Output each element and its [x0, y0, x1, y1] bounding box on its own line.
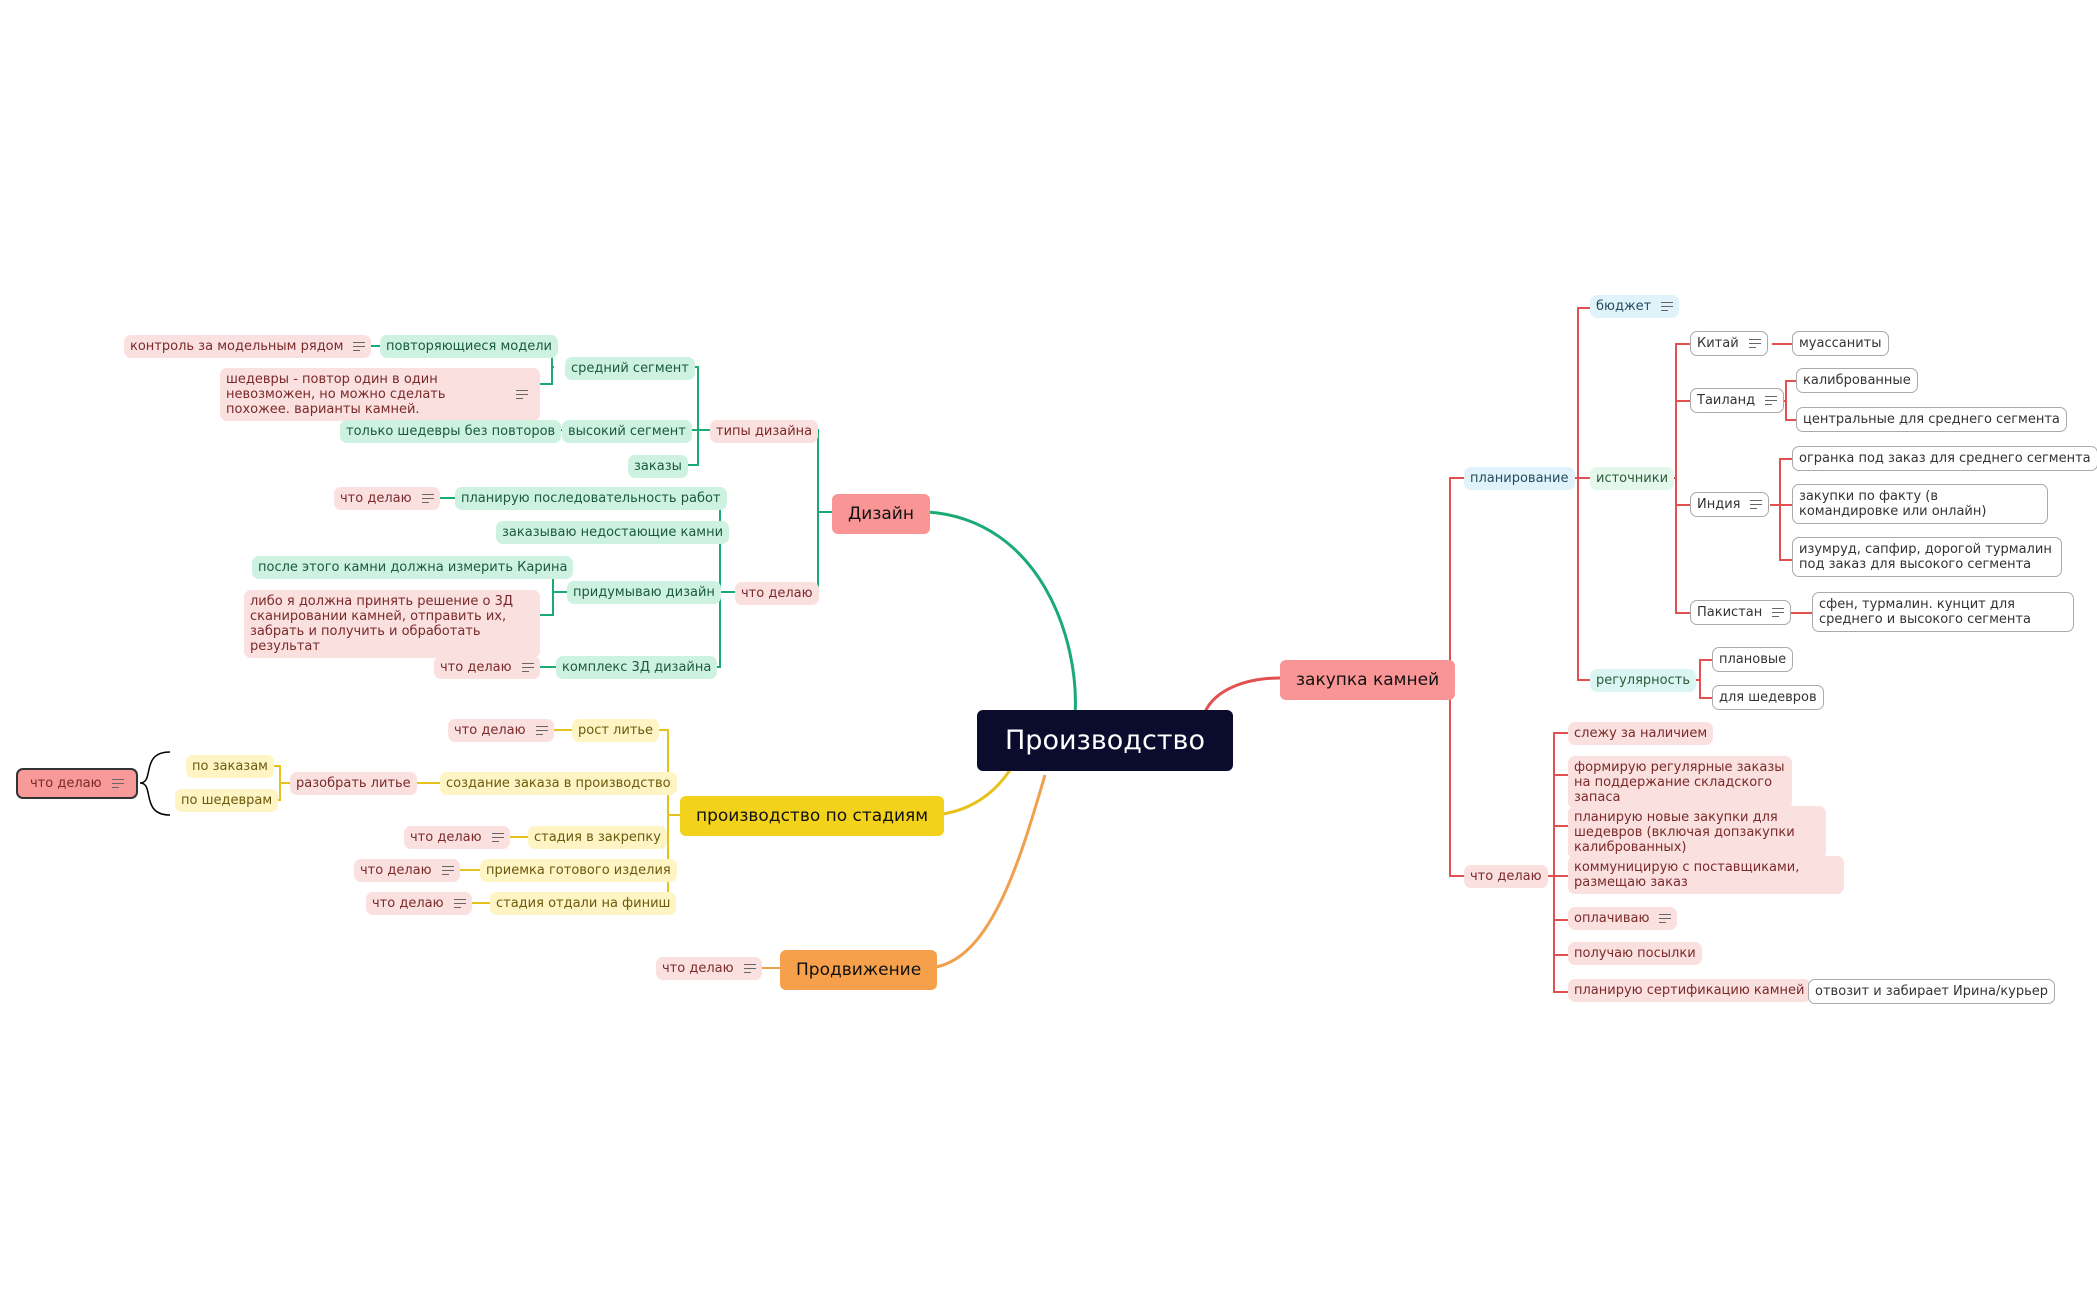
accept-product-node[interactable]: приемка готового изделия: [480, 859, 677, 882]
only-masterpieces-node[interactable]: только шедевры без повторов: [340, 420, 562, 443]
note-icon[interactable]: [441, 863, 454, 878]
india-cut-node[interactable]: огранка под заказ для среднего сегмента: [1792, 446, 2097, 471]
regular-orders-node[interactable]: формирую регулярные заказы на поддержани…: [1568, 756, 1792, 809]
pakistan-node[interactable]: Пакистан: [1690, 600, 1792, 625]
pakistan-stones-node[interactable]: сфен, турмалин. кунцит для среднего и вы…: [1812, 592, 2074, 632]
by-masterpieces-node[interactable]: по шедеврам: [175, 789, 279, 812]
india-node[interactable]: Индия: [1690, 492, 1770, 517]
finish-doing-node[interactable]: что делаю: [366, 892, 472, 915]
stones-node[interactable]: закупка камней: [1280, 660, 1456, 700]
invent-design-node[interactable]: придумываю дизайн: [567, 581, 721, 604]
middle-segment-node[interactable]: средний сегмент: [565, 357, 695, 380]
note-icon[interactable]: [743, 961, 756, 976]
receive-parcels-node[interactable]: получаю посылки: [1568, 942, 1702, 965]
repeating-models-node[interactable]: повторяющиеся модели: [380, 335, 558, 358]
casting-growth-doing-node[interactable]: что делаю: [448, 719, 554, 742]
design-doing-node[interactable]: что делаю: [735, 582, 819, 605]
scan-decision-node[interactable]: либо я должна принять решение о 3Д скани…: [244, 590, 540, 658]
thailand-node[interactable]: Таиланд: [1690, 388, 1785, 413]
note-icon[interactable]: [491, 830, 504, 845]
design-node[interactable]: Дизайн: [832, 494, 930, 534]
note-icon[interactable]: [1765, 393, 1778, 408]
courier-node[interactable]: отвозит и забирает Ирина/курьер: [1808, 979, 2056, 1004]
model-control-node[interactable]: контроль за модельным рядом: [124, 335, 372, 358]
high-segment-node[interactable]: высокий сегмент: [562, 420, 692, 443]
central-node[interactable]: центральные для среднего сегмента: [1796, 407, 2067, 432]
casting-growth-node[interactable]: рост литье: [572, 719, 660, 742]
summary-doing-node[interactable]: что делаю: [16, 768, 138, 799]
plan-sequence-node[interactable]: планирую последовательность работ: [455, 487, 727, 510]
india-emerald-node[interactable]: изумруд, сапфир, дорогой турмалин под за…: [1792, 537, 2062, 577]
note-icon[interactable]: [1748, 336, 1761, 351]
sort-casting-node[interactable]: разобрать литье: [290, 772, 417, 795]
promo-doing-node[interactable]: что делаю: [656, 957, 762, 980]
certification-node[interactable]: планирую сертификацию камней: [1568, 979, 1811, 1002]
note-icon[interactable]: [421, 491, 434, 506]
note-icon[interactable]: [453, 896, 466, 911]
complex-3d-doing-node[interactable]: что делаю: [434, 656, 540, 679]
note-icon[interactable]: [1659, 911, 1672, 926]
accept-doing-node[interactable]: что делаю: [354, 859, 460, 882]
new-purchases-node[interactable]: планирую новые закупки для шедевров (вкл…: [1568, 806, 1826, 859]
note-icon[interactable]: [521, 660, 534, 675]
planned-node[interactable]: плановые: [1712, 647, 1794, 672]
orders-node[interactable]: заказы: [628, 455, 688, 478]
china-node[interactable]: Китай: [1690, 331, 1768, 356]
root-node[interactable]: Производство: [977, 710, 1233, 771]
india-purchase-node[interactable]: закупки по факту (в командировке или онл…: [1792, 484, 2048, 524]
note-icon[interactable]: [1772, 605, 1785, 620]
pay-node[interactable]: оплачиваю: [1568, 907, 1678, 930]
stones-doing-node[interactable]: что делаю: [1464, 865, 1548, 888]
create-order-node[interactable]: создание заказа в производство: [440, 772, 677, 795]
note-icon[interactable]: [516, 387, 528, 402]
note-icon[interactable]: [111, 776, 124, 791]
by-orders-node[interactable]: по заказам: [186, 755, 274, 778]
complex-3d-node[interactable]: комплекс 3Д дизайна: [556, 656, 718, 679]
plan-sequence-doing-node[interactable]: что делаю: [334, 487, 440, 510]
note-icon[interactable]: [1750, 497, 1763, 512]
moissanite-node[interactable]: муассаниты: [1792, 331, 1889, 356]
note-icon[interactable]: [353, 339, 366, 354]
stages-node[interactable]: производство по стадиям: [680, 796, 945, 836]
note-icon[interactable]: [1661, 299, 1674, 314]
order-stones-node[interactable]: заказываю недостающие камни: [496, 521, 730, 544]
planning-node[interactable]: планирование: [1464, 467, 1575, 490]
sources-node[interactable]: источники: [1590, 467, 1675, 490]
regularity-node[interactable]: регулярность: [1590, 669, 1696, 692]
note-icon[interactable]: [535, 723, 548, 738]
masterpieces-note-node[interactable]: шедевры - повтор один в один невозможен,…: [220, 368, 540, 421]
for-masterpieces-node[interactable]: для шедевров: [1712, 685, 1824, 710]
root-title: Производство: [1005, 724, 1205, 756]
calibrated-node[interactable]: калиброванные: [1796, 368, 1918, 393]
design-types-node[interactable]: типы дизайна: [710, 420, 819, 443]
fixing-doing-node[interactable]: что делаю: [404, 826, 510, 849]
fixing-stage-node[interactable]: стадия в закрепку: [528, 826, 667, 849]
track-stock-node[interactable]: слежу за наличием: [1568, 722, 1714, 745]
promo-node[interactable]: Продвижение: [780, 950, 938, 990]
communicate-node[interactable]: коммуницирую с поставщиками, размещаю за…: [1568, 856, 1844, 894]
karina-measure-node[interactable]: после этого камни должна измерить Карина: [252, 556, 574, 579]
budget-node[interactable]: бюджет: [1590, 295, 1680, 318]
finish-stage-node[interactable]: стадия отдали на финиш: [490, 892, 677, 915]
